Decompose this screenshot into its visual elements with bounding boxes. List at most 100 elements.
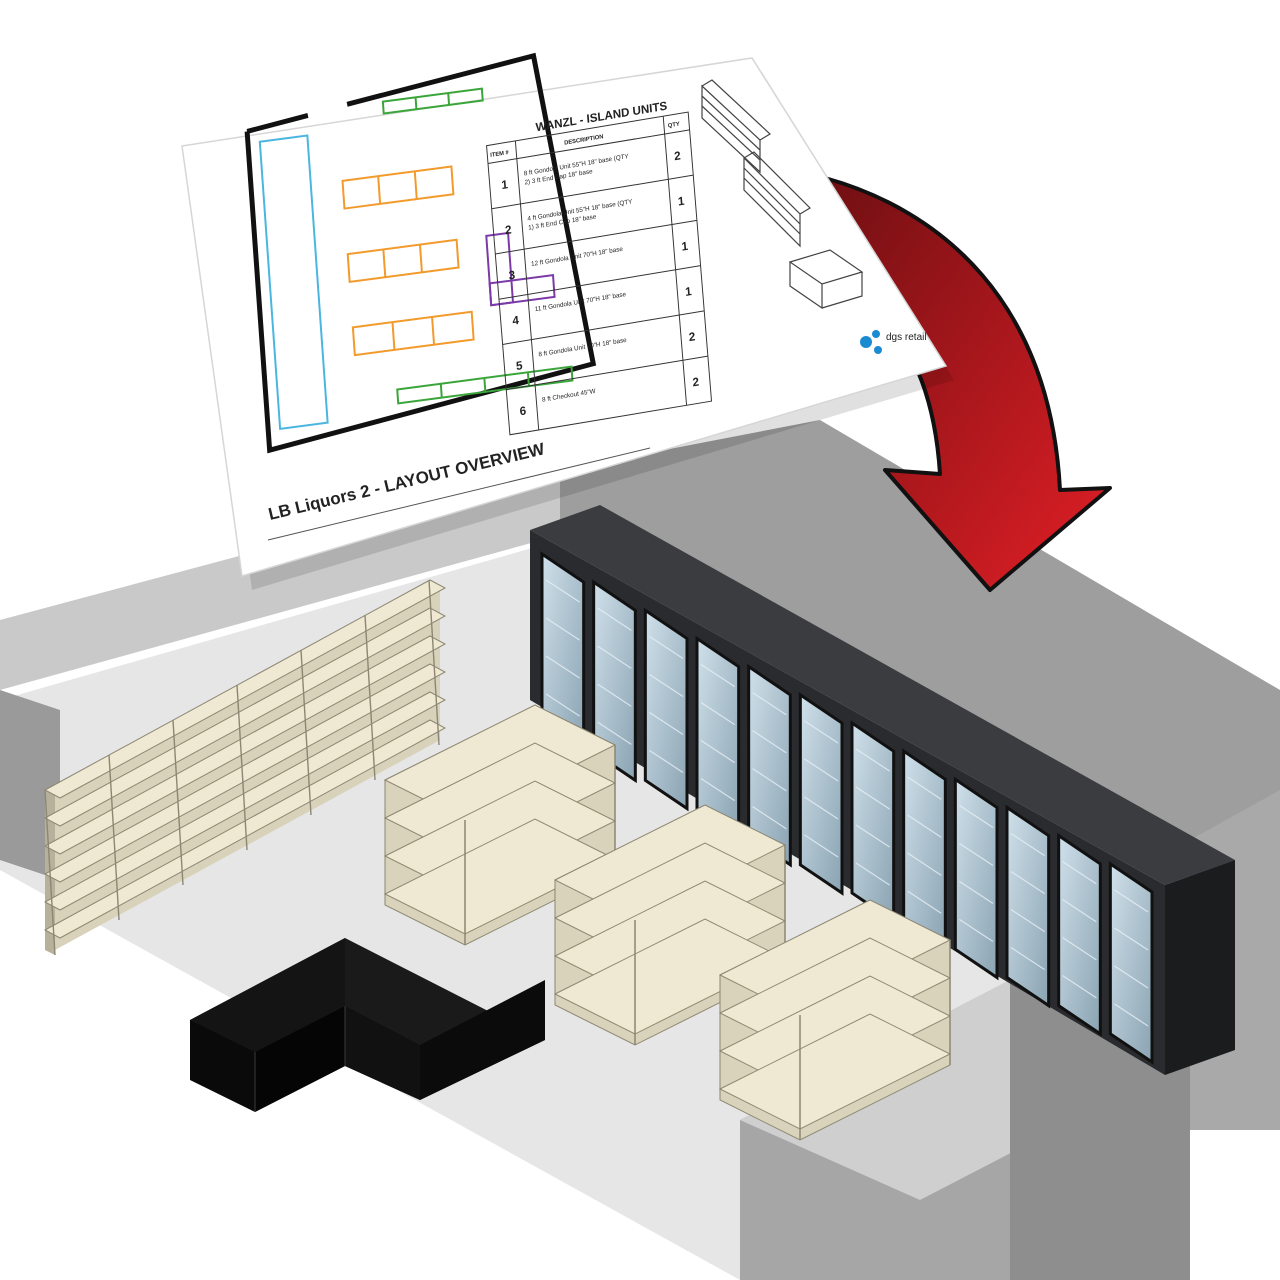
cooler-door bbox=[1005, 804, 1051, 1009]
cooler-shelf-line bbox=[545, 617, 580, 641]
cooler-door bbox=[850, 720, 896, 924]
plan-top-shelf bbox=[381, 87, 484, 115]
wall-shelf-upright bbox=[236, 684, 248, 851]
plan-gondola-1 bbox=[341, 165, 455, 210]
cooler-shelf-line bbox=[700, 663, 735, 688]
table-cell-qty: 2 bbox=[692, 375, 700, 389]
cooler-door bbox=[592, 579, 637, 784]
cooler-doors bbox=[540, 551, 1154, 1065]
back-right-wall bbox=[560, 420, 1280, 840]
wall-shelf-upright bbox=[172, 719, 184, 886]
plan-gondola-l bbox=[485, 231, 556, 307]
wall-shelf-board bbox=[43, 635, 447, 855]
cooler-shelf-line bbox=[907, 890, 942, 914]
cooler-shelf-line bbox=[597, 645, 632, 669]
cooler-top bbox=[530, 505, 1235, 885]
cooler-shelf-line bbox=[907, 776, 942, 800]
island-gondolas bbox=[383, 704, 952, 1141]
cooler-shelf-line bbox=[959, 842, 994, 867]
table-row-divider bbox=[506, 355, 708, 391]
cooler-shelf-line bbox=[1062, 975, 1097, 999]
cooler-door bbox=[747, 663, 792, 868]
wall-shelf-upright bbox=[300, 649, 312, 816]
cooler-shelf-line bbox=[545, 655, 580, 679]
cooler-shelf-line bbox=[1062, 937, 1097, 961]
checkout-counter bbox=[190, 938, 545, 1112]
cooler-shelf-line bbox=[700, 739, 735, 764]
floor-plan bbox=[244, 52, 597, 454]
cooler-shelf-line bbox=[907, 814, 942, 838]
checkout-front-left bbox=[190, 1020, 255, 1112]
table-cell-item: 6 bbox=[519, 404, 527, 418]
table-cell-item: 5 bbox=[516, 359, 524, 373]
checkout-front-right bbox=[345, 1006, 420, 1100]
table-cell-qty: 2 bbox=[688, 330, 696, 344]
cooler-shelf-line bbox=[855, 824, 890, 848]
layout-sheet: LB Liquors 2 - LAYOUT OVERVIEW WANZL - I… bbox=[181, 52, 954, 590]
plan-bottom-shelf bbox=[396, 365, 574, 405]
cooler-shelf-line bbox=[959, 804, 994, 829]
cooler-door bbox=[1108, 861, 1154, 1065]
wall-shelf-board bbox=[43, 691, 447, 911]
cooler-shelf-line bbox=[959, 880, 994, 905]
plan-outer-wall bbox=[244, 52, 597, 454]
cooler-shelf-line bbox=[752, 692, 787, 716]
cooler-shelf-line bbox=[1010, 832, 1045, 857]
sheet-paper bbox=[181, 57, 948, 577]
cooler-shelf-line bbox=[597, 607, 632, 631]
plan-gondola-2 bbox=[346, 238, 460, 283]
table-cell-qty: 1 bbox=[681, 240, 689, 254]
cooler-shelf-line bbox=[1010, 908, 1045, 933]
cooler-shelf-line bbox=[855, 862, 890, 886]
wall-shelf-board bbox=[43, 607, 447, 827]
cooler-shelf-line bbox=[1010, 946, 1045, 971]
cooler-door bbox=[643, 607, 689, 812]
cooler-wall bbox=[530, 505, 1235, 1075]
dgs-logo: dgs retail bbox=[860, 330, 927, 354]
cooler-shelf-line bbox=[804, 720, 839, 744]
cooler-shelf-line bbox=[545, 579, 580, 603]
cooler-shelf-line bbox=[804, 834, 839, 858]
logo-text: dgs retail bbox=[886, 332, 927, 343]
plan-gondola-3 bbox=[351, 310, 475, 357]
cooler-shelf-line bbox=[649, 749, 684, 774]
checkout-front bbox=[255, 1006, 345, 1112]
table-cell-qty: 1 bbox=[677, 194, 685, 208]
wall-shelf-upright bbox=[44, 789, 56, 956]
cooler-shelf-line bbox=[649, 711, 684, 736]
wall-gondola bbox=[43, 579, 447, 956]
cooler-end bbox=[1165, 860, 1235, 1075]
cooler-shelf-line bbox=[959, 918, 994, 943]
table-row-divider bbox=[491, 174, 694, 210]
cooler-door bbox=[798, 692, 844, 896]
cooler-shelf-line bbox=[907, 852, 942, 876]
island-gondola bbox=[718, 899, 952, 1141]
table-cell-item: 3 bbox=[508, 268, 516, 282]
header-qty: QTY bbox=[668, 121, 680, 129]
cooler-shelf-line bbox=[1114, 965, 1149, 989]
table-cell-item: 2 bbox=[505, 223, 513, 237]
cooler-shelf-line bbox=[752, 730, 787, 754]
table-row-divider bbox=[498, 265, 701, 300]
back-left-wall-top bbox=[0, 470, 560, 690]
header-item: ITEM # bbox=[490, 150, 510, 159]
cooler-shelf-line bbox=[1114, 1003, 1149, 1027]
wall-shelf-board bbox=[43, 663, 447, 883]
cooler-shelf-line bbox=[752, 768, 787, 792]
cooler-shelf-line bbox=[597, 721, 632, 745]
cooler-shelf-line bbox=[597, 683, 632, 707]
plan-wall-shelf bbox=[258, 134, 329, 430]
table-cell-qty: 2 bbox=[674, 149, 682, 163]
cooler-door bbox=[953, 776, 999, 981]
cooler-shelf-line bbox=[649, 673, 684, 698]
table-row-divider bbox=[495, 219, 697, 255]
cooler-shelf-line bbox=[804, 758, 839, 782]
wall-shelf-upright bbox=[364, 614, 376, 781]
cooler-shelf-line bbox=[545, 693, 580, 717]
cooler-shelf-line bbox=[649, 635, 684, 660]
cooler-shelf-line bbox=[804, 796, 839, 820]
unit-thumbnails bbox=[701, 79, 864, 310]
table-row-divider bbox=[502, 310, 705, 345]
cooler-shelf-line bbox=[752, 806, 787, 830]
